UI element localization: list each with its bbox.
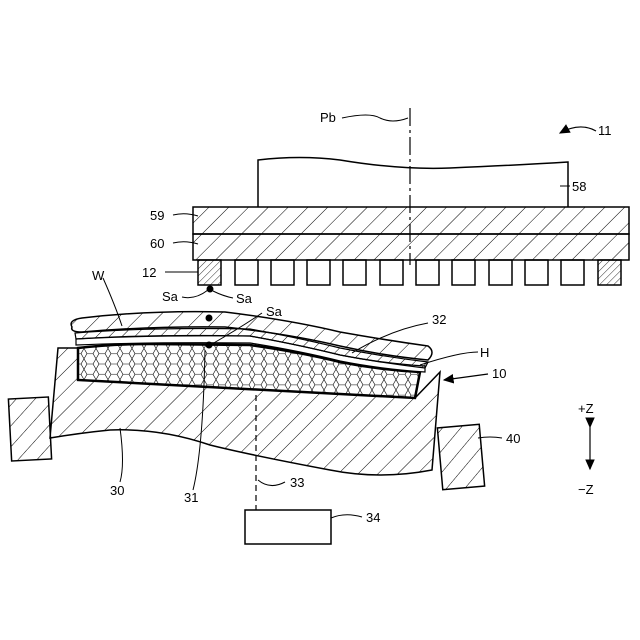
label-workpiece-w: W [92, 268, 105, 283]
label-sa-mid: Sa [236, 291, 253, 306]
pad [489, 260, 512, 285]
pad [525, 260, 548, 285]
label-film-h: H [480, 345, 489, 360]
layer-60 [193, 234, 629, 260]
label-head-body-58: 58 [572, 179, 586, 194]
label-sa-left: Sa [162, 289, 179, 304]
label-plus-z: +Z [578, 401, 594, 416]
pad [416, 260, 439, 285]
label-beam-33: 33 [290, 475, 304, 490]
arrow-10 [444, 374, 488, 380]
pad [271, 260, 294, 285]
label-layer-59: 59 [150, 208, 164, 223]
label-device-11: 11 [598, 123, 612, 138]
point-sa-upper [207, 286, 214, 293]
arrow-11 [560, 127, 596, 133]
unit-34 [245, 510, 331, 544]
pad [307, 260, 330, 285]
point-sa-lower [206, 342, 213, 349]
label-layer-60: 60 [150, 236, 164, 251]
label-clamp-40: 40 [506, 431, 520, 446]
pad [235, 260, 258, 285]
pad [380, 260, 403, 285]
pad-end-right [598, 260, 621, 285]
pad [343, 260, 366, 285]
label-axis-pb: Pb [320, 110, 336, 125]
label-sa-right: Sa [266, 304, 283, 319]
label-table-10: 10 [492, 366, 506, 381]
label-sheet-32: 32 [432, 312, 446, 327]
label-honeycomb-31: 31 [184, 490, 198, 505]
point-sa-middle [206, 315, 213, 322]
pad-end-left [198, 260, 221, 285]
layer-59 [193, 207, 629, 234]
label-pad-12: 12 [142, 265, 156, 280]
label-base-30: 30 [110, 483, 124, 498]
pad [452, 260, 475, 285]
label-unit-34: 34 [366, 510, 380, 525]
pad [561, 260, 584, 285]
label-minus-z: −Z [578, 482, 594, 497]
clamp-left [8, 397, 51, 461]
clamp-40 [437, 424, 484, 489]
head-body-58 [258, 158, 568, 208]
